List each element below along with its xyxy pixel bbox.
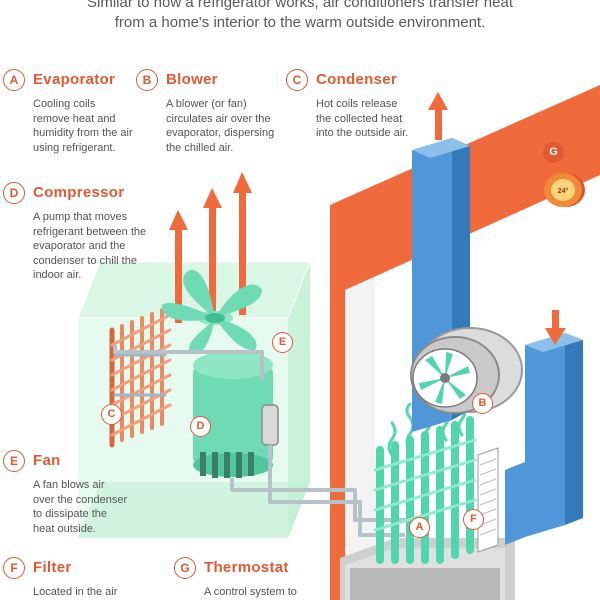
- component-title: Condenser: [316, 71, 398, 88]
- component-title: Blower: [166, 71, 218, 88]
- component-title: Evaporator: [33, 71, 116, 88]
- return-duct: [505, 333, 583, 545]
- return-air-arrow: [545, 310, 566, 345]
- filter: [477, 447, 499, 553]
- badge-letter: C: [286, 69, 308, 91]
- badge-letter: D: [3, 182, 25, 204]
- callout-d: D: [190, 416, 211, 437]
- compressor: [193, 351, 279, 478]
- callout-e: E: [272, 332, 293, 353]
- evaporator-coils: [373, 416, 477, 564]
- component-desc: Hot coils release the collected heat int…: [316, 98, 409, 139]
- component-desc: A blower (or fan) circulates air over th…: [166, 98, 275, 154]
- badge-letter: B: [136, 69, 158, 91]
- heat-arrows: [169, 172, 252, 323]
- callout-g: G: [543, 142, 564, 163]
- badge-letter: G: [174, 557, 196, 579]
- component-desc: A control system to: [204, 586, 297, 598]
- callout-b: B: [472, 393, 493, 414]
- condenser-coils: [109, 308, 172, 448]
- component-title: Thermostat: [204, 559, 289, 576]
- callout-a: A: [409, 517, 430, 538]
- badge-letter: A: [3, 69, 25, 91]
- component-desc: Located in the air: [33, 586, 118, 598]
- component-desc: A pump that moves refrigerant between th…: [33, 211, 147, 281]
- intro-line-2: from a home's interior to the warm outsi…: [114, 14, 486, 31]
- blower: [410, 327, 523, 414]
- badge-letter: E: [3, 450, 25, 472]
- component-title: Compressor: [33, 184, 125, 201]
- refrigerant-lines: [113, 345, 410, 537]
- intro-line-1: Similar to how a refrigerator works, air…: [86, 0, 513, 11]
- condenser-fan: [161, 269, 262, 355]
- component-title: Filter: [33, 559, 72, 576]
- component-desc: Cooling coils remove heat and humidity f…: [33, 98, 133, 154]
- thermostat-reading: 24°: [558, 187, 569, 195]
- thermostat-device: 24°: [544, 173, 585, 207]
- supply-air-arrow: [428, 92, 448, 140]
- callout-f: F: [463, 509, 484, 530]
- callout-c: C: [101, 404, 122, 425]
- badge-letter: F: [3, 557, 25, 579]
- component-desc: A fan blows air over the condenser to di…: [33, 479, 128, 535]
- component-title: Fan: [33, 452, 61, 469]
